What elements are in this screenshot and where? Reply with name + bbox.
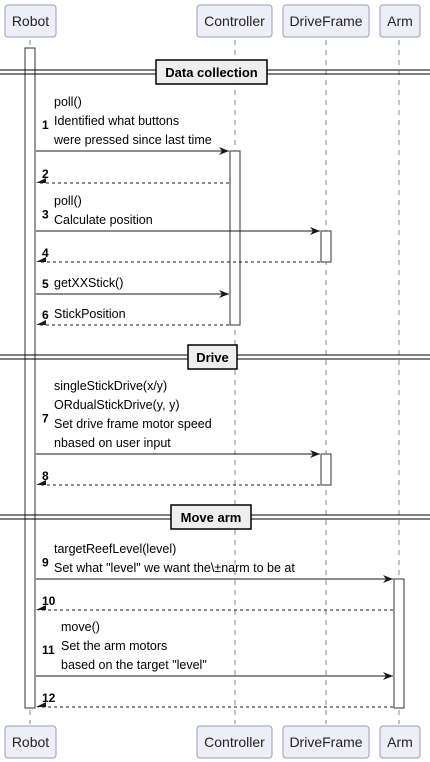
- message-text: singleStickDrive(x/y): [54, 379, 167, 393]
- participant-label: Robot: [12, 13, 49, 29]
- message-7: 7 singleStickDrive(x/y) ORdualStickDrive(y…: [36, 379, 320, 458]
- activation-driveframe-2: [320, 453, 332, 486]
- activation-arm: [393, 578, 405, 709]
- message-text: based on the target "level": [61, 658, 207, 672]
- message-text: Set what "level" we want the\±narm to be…: [54, 561, 295, 575]
- participant-robot-bottom: Robot: [4, 725, 57, 759]
- message-text: ORdualStickDrive(y, y): [54, 398, 179, 412]
- message-text: were pressed since last time: [53, 133, 212, 147]
- message-number: 12: [42, 691, 56, 705]
- message-text: poll(): [54, 194, 82, 208]
- participant-label: Arm: [387, 734, 413, 750]
- activation-driveframe-1: [320, 230, 332, 263]
- message-text: poll(): [54, 95, 82, 109]
- message-number: 10: [42, 594, 56, 608]
- participant-label: Arm: [387, 13, 413, 29]
- message-number: 5: [42, 277, 49, 291]
- message-number: 6: [42, 308, 49, 322]
- participant-label: Robot: [12, 734, 49, 750]
- message-9: 9 targetReefLevel(level) Set what "level" …: [36, 542, 393, 583]
- return-arrowhead: [36, 702, 46, 707]
- message-number: 3: [42, 208, 49, 222]
- message-12: 12: [36, 691, 393, 708]
- message-text: getXXStick(): [54, 276, 123, 290]
- message-text: targetReefLevel(level): [54, 542, 176, 556]
- message-number: 4: [42, 246, 49, 260]
- section-label: Data collection: [165, 65, 258, 80]
- message-text: Set drive frame motor speed: [54, 417, 212, 431]
- participant-label: Controller: [204, 734, 265, 750]
- message-1: 1 poll() Identified what buttons were press…: [36, 95, 229, 155]
- message-text: StickPosition: [54, 307, 126, 321]
- participant-driveframe-top: DriveFrame: [282, 4, 370, 38]
- message-8: 8: [36, 469, 320, 486]
- participant-arm-top: Arm: [379, 4, 421, 38]
- message-11: 11 move() Set the arm motors based on the t…: [36, 620, 393, 680]
- return-arrowhead: [36, 178, 46, 183]
- message-number: 9: [42, 556, 49, 570]
- participant-label: Controller: [204, 13, 265, 29]
- return-arrowhead: [36, 320, 46, 325]
- activation-robot: [24, 47, 36, 709]
- message-text: Identified what buttons: [54, 114, 179, 128]
- message-3: 3 poll() Calculate position: [36, 194, 320, 235]
- message-6: 6 StickPosition: [36, 307, 229, 326]
- message-text: nbased on user input: [54, 436, 171, 450]
- message-number: 11: [42, 643, 55, 657]
- message-5: 5 getXXStick(): [36, 276, 229, 298]
- message-text: Calculate position: [54, 213, 153, 227]
- return-arrowhead: [36, 605, 46, 610]
- section-label: Move arm: [181, 510, 242, 525]
- section-label: Drive: [196, 350, 229, 365]
- message-10: 10: [36, 594, 393, 611]
- message-text: move(): [61, 620, 100, 634]
- participant-driveframe-bottom: DriveFrame: [282, 725, 370, 759]
- section-divider-move-arm: Move arm: [0, 504, 430, 530]
- participant-controller-bottom: Controller: [196, 725, 273, 759]
- participant-arm-bottom: Arm: [379, 725, 421, 759]
- section-divider-drive: Drive: [0, 344, 430, 370]
- message-2: 2: [36, 167, 229, 184]
- message-text: Set the arm motors: [61, 639, 167, 653]
- message-number: 2: [42, 167, 49, 181]
- messages: 1 poll() Identified what buttons were press…: [36, 95, 393, 708]
- message-number: 8: [42, 469, 49, 483]
- participant-label: DriveFrame: [289, 13, 362, 29]
- participant-label: DriveFrame: [289, 734, 362, 750]
- participant-controller-top: Controller: [196, 4, 273, 38]
- section-divider-data-collection: Data collection: [0, 59, 430, 85]
- message-number: 7: [42, 412, 49, 426]
- activation-controller: [229, 150, 241, 326]
- return-arrowhead: [36, 480, 46, 485]
- message-number: 1: [42, 118, 49, 132]
- message-4: 4: [36, 246, 320, 263]
- participant-robot-top: Robot: [4, 4, 57, 38]
- return-arrowhead: [36, 257, 46, 262]
